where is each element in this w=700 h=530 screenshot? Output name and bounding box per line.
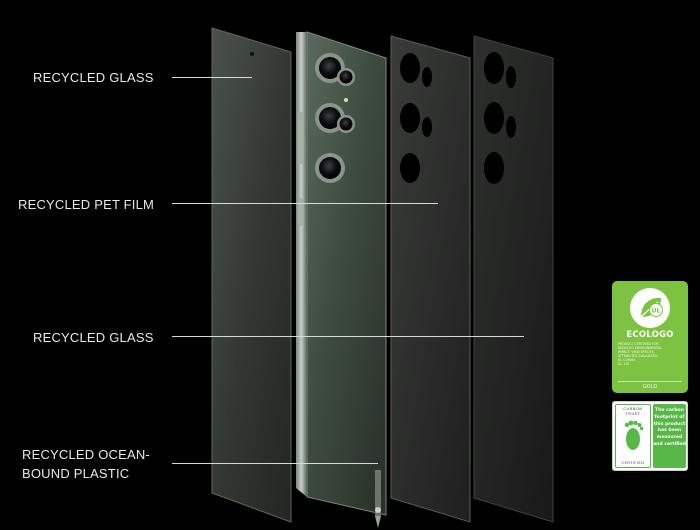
carbon-trust-badge: CARBON TRUST CERTIFIED The carbon footpr…: [612, 401, 688, 471]
callout-recycled-glass-back: RECYCLED GLASS: [33, 330, 154, 345]
pet-film-layer: [390, 35, 471, 523]
leader-line-pet-film: [172, 203, 438, 204]
s-pen: [375, 470, 381, 528]
front-camera-hole-icon: [250, 52, 254, 56]
back-glass-layer: [473, 35, 554, 523]
leader-line-glass-back: [172, 336, 524, 337]
ecologo-tier: GOLD: [642, 384, 658, 390]
ecologo-fine-print: PRODUCT CERTIFIED FOR REDUCED ENVIRONMEN…: [618, 342, 663, 366]
camera-cluster-icon: [315, 53, 355, 183]
callout-recycled-pet-film: RECYCLED PET FILM: [18, 197, 155, 212]
ecologo-divider: [618, 381, 682, 382]
front-glass-layer: [211, 27, 292, 523]
callout-recycled-glass-front: RECYCLED GLASS: [33, 70, 154, 85]
callout-recycled-ocean-plastic: RECYCLED OCEAN- BOUND PLASTIC: [22, 447, 150, 481]
ul-leaf-icon: UL: [630, 288, 670, 328]
footprint-icon: [624, 420, 644, 450]
power-button: [298, 198, 303, 226]
leader-line-ocean-plastic: [172, 463, 378, 464]
ul-mark-text: UL: [652, 308, 661, 315]
carbon-trust-title: CARBON TRUST: [623, 406, 643, 416]
carbon-trust-mark: CARBON TRUST CERTIFIED: [615, 404, 651, 468]
carbon-trust-statement: The carbon footprint of this product has…: [653, 404, 686, 468]
ecologo-badge: UL ECOLOGO PRODUCT CERTIFIED FOR REDUCED…: [612, 281, 688, 393]
leader-line-glass-front: [172, 77, 252, 78]
ecologo-brand: ECOLOGO: [626, 330, 674, 340]
volume-button: [298, 112, 303, 164]
carbon-trust-certified: CERTIFIED: [621, 460, 645, 465]
phone-body-layer: [296, 31, 387, 528]
